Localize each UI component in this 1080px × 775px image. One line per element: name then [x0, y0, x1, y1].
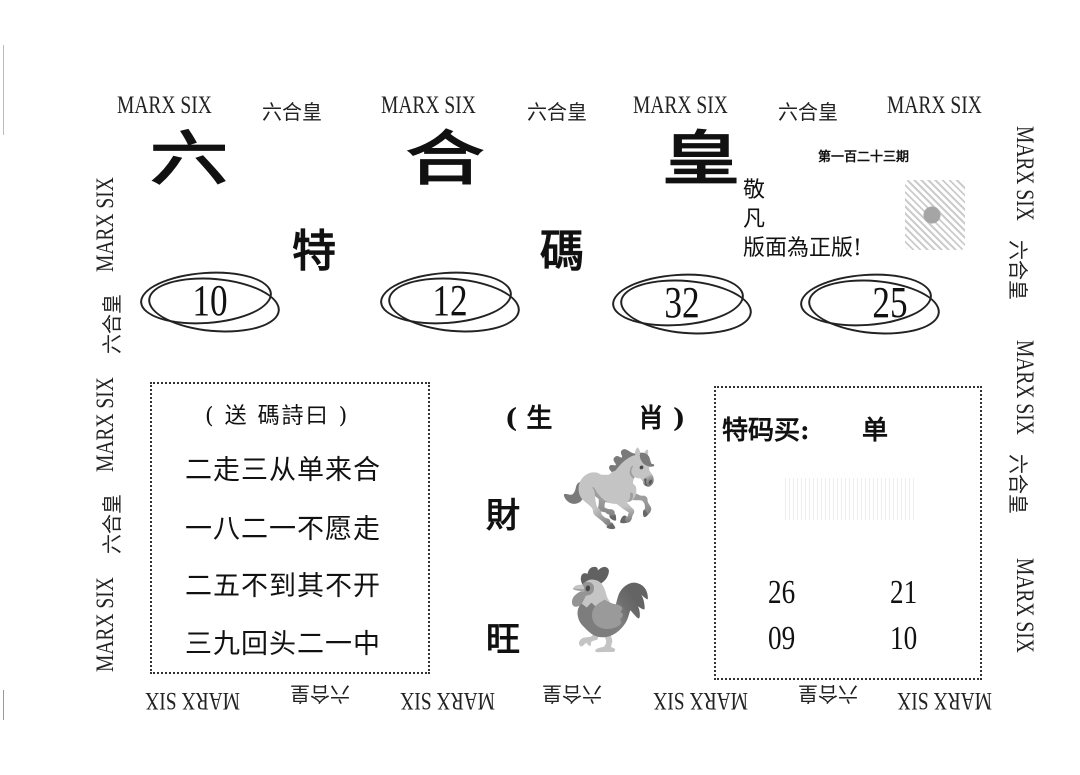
subtitle-char: 碼	[540, 226, 584, 277]
border-bottom: MARX SIX 六合皇 MARX SIX 六合皇 MARX SIX 六合皇 M…	[90, 678, 1010, 714]
brand-en: MARX SIX	[117, 92, 212, 119]
brand-en: MARX SIX	[653, 687, 748, 714]
poem-title: ( 送 碼詩曰 )	[205, 404, 350, 429]
subtitle-char: 特	[292, 226, 336, 277]
title-char: 合	[405, 124, 484, 193]
special-number: 12	[378, 267, 523, 338]
brand-cn: 六合皇	[100, 294, 124, 354]
brand-cn: 六合皇	[262, 100, 322, 124]
horse-icon: 🐎	[560, 441, 660, 534]
brand-en: MARX SIX	[145, 687, 240, 714]
brand-en: MARX SIX	[381, 92, 476, 119]
authenticity-notice: 敬 凡 版面為正版!	[743, 176, 916, 263]
seal-stamp-icon	[905, 180, 965, 250]
zodiac-label: 財	[486, 496, 520, 536]
tip-number: 09	[768, 620, 796, 657]
scan-artifact	[3, 690, 4, 720]
scan-artifact	[3, 45, 4, 135]
brand-en: MARX SIX	[92, 577, 119, 672]
issue-number: 第一百二十三期	[818, 150, 910, 165]
tip-number: 10	[890, 620, 918, 657]
border-left: MARX SIX 六合皇 MARX SIX 六合皇 MARX SIX	[88, 92, 128, 672]
poem-line: 二走三从单来合	[185, 455, 381, 486]
poem-line: 一八二一不愿走	[185, 514, 381, 545]
brand-en: MARX SIX	[887, 92, 982, 119]
brand-en: MARX SIX	[1011, 340, 1038, 435]
title-char: 六	[150, 124, 229, 193]
brand-cn: 六合皇	[542, 682, 602, 706]
poem-line: 二五不到其不开	[185, 571, 381, 602]
zodiac-header-open: ( 生	[505, 404, 553, 434]
special-number: 10	[138, 267, 283, 338]
brand-cn: 六合皇	[798, 682, 858, 706]
tip-label: 特码买:	[722, 416, 810, 446]
tip-value: 单	[862, 416, 889, 446]
brand-en: MARX SIX	[400, 687, 495, 714]
brand-en: MARX SIX	[1011, 126, 1038, 221]
brand-en: MARX SIX	[897, 687, 992, 714]
brand-cn: 六合皇	[527, 100, 587, 124]
poem-line: 三九回头二一中	[185, 629, 381, 660]
rooster-icon: 🐓	[558, 563, 658, 656]
page-title: 六 合 皇	[150, 130, 740, 189]
zodiac-header-close: 肖 )	[638, 404, 686, 434]
brand-cn: 六合皇	[1006, 240, 1030, 300]
border-right: MARX SIX 六合皇 MARX SIX 六合皇 MARX SIX	[1002, 118, 1042, 678]
brand-cn: 六合皇	[100, 494, 124, 554]
brand-cn: 六合皇	[1006, 454, 1030, 514]
brand-en: MARX SIX	[633, 92, 728, 119]
tip-number: 26	[768, 574, 796, 611]
brand-en: MARX SIX	[92, 177, 119, 272]
special-number: 32	[610, 269, 755, 340]
tip-number: 21	[890, 574, 918, 611]
title-char: 皇	[661, 124, 740, 193]
brand-cn: 六合皇	[290, 682, 350, 706]
brand-en: MARX SIX	[1011, 558, 1038, 653]
poem-box	[150, 382, 430, 674]
brand-cn: 六合皇	[778, 100, 838, 124]
tip-box	[714, 386, 982, 680]
special-number: 25	[798, 269, 943, 340]
faded-stamp	[785, 478, 915, 520]
zodiac-label: 旺	[486, 620, 520, 660]
brand-en: MARX SIX	[92, 377, 119, 472]
